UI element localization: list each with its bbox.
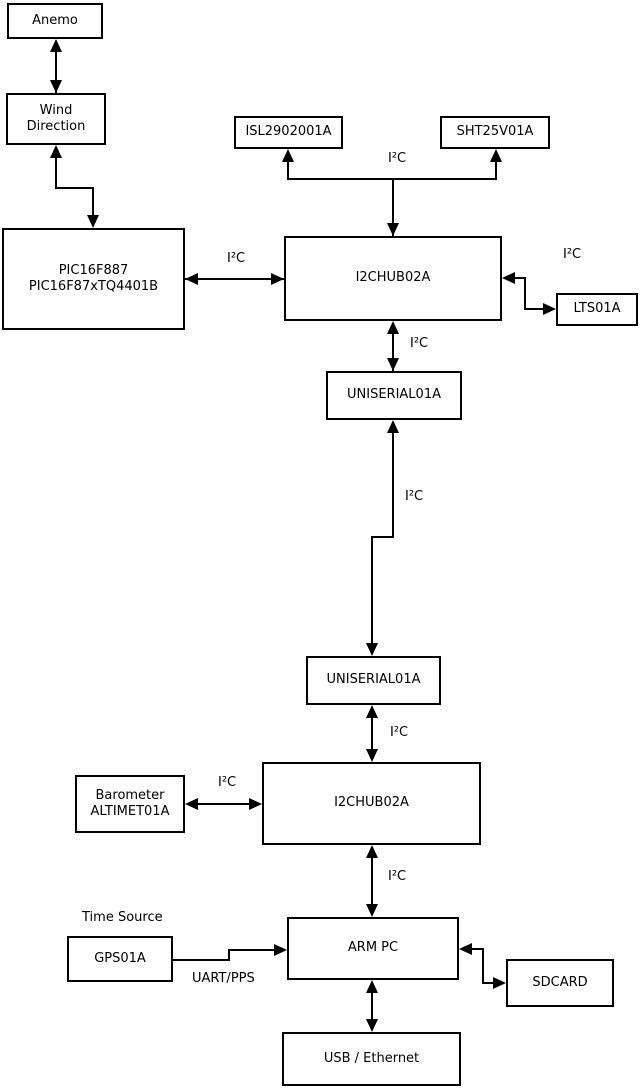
arrowhead-into-armpc-right-icon [459,943,472,955]
node-barometer-label-1: Barometer [95,787,165,803]
arrowhead-into-isl-icon [282,149,294,162]
arrowhead-into-anemo-icon [50,39,62,52]
node-sdcard: SDCARD [506,959,614,1007]
arrowhead-into-sht-icon [490,149,502,162]
arrowhead-into-uniserial1-bottom-icon [387,420,399,433]
node-i2chub02a-top: I2CHUB02A [284,236,502,321]
edge-uniserial-link-line-v2 [371,536,373,646]
edge-pic-hub1-line [185,278,284,280]
arrowhead-into-barometer-icon [185,798,198,810]
edge-gps-armpc-line-h1 [173,959,230,961]
edge-hub1-lts-line-v [524,277,526,310]
edge-uniserial-link-line-v1 [392,430,394,538]
arrowhead-into-hub1-top-icon [387,223,399,236]
edge-uniserial2-hub2-line [371,707,373,751]
node-uniserial01a-top-label: UNISERIAL01A [347,387,441,403]
arrowhead-into-pic-top-icon [87,215,99,228]
edge-hub2-armpc-line [371,847,373,905]
edge-gps-armpc-line-h2 [228,949,276,951]
node-wind-direction-label-2: Direction [26,119,86,134]
edge-label-i2c-uniserial-link: I²C [405,489,424,504]
arrowhead-into-armpc-top-icon [366,904,378,917]
edge-wind-pic-line-v1 [55,155,57,189]
arrowhead-into-wind-bottom-icon [50,145,62,158]
edge-wind-pic-line-h [55,187,94,189]
edge-bus-sht-line-v [495,151,497,180]
edge-label-i2c-top-bus: I²C [388,151,407,166]
arrowhead-into-uniserial1-top-icon [387,358,399,371]
edge-label-uart-pps: UART/PPS [192,971,255,986]
edge-armpc-usb-line [371,982,373,1020]
edge-label-i2c-uniserial-hub2: I²C [390,725,409,740]
node-uniserial01a-bottom: UNISERIAL01A [306,656,441,705]
node-sht25v01a-label: SHT25V01A [456,124,534,140]
arrowhead-into-lts-icon [543,303,556,315]
arrowhead-into-uniserial2-top-icon [366,643,378,656]
node-arm-pc-label: ARM PC [347,940,399,956]
edge-label-i2c-hub-uniserial: I²C [410,336,429,351]
node-anemo-label: Anemo [32,12,78,28]
arrowhead-into-usb-icon [366,1019,378,1032]
node-wind-direction-label-1: Wind [39,102,73,118]
edge-armpc-sdcard-line-h2 [482,982,495,984]
node-pic16f887: PIC16F887 PIC16F87xTQ4401B [2,228,185,330]
edge-armpc-sdcard-line-h1 [469,948,484,950]
arrowhead-into-uniserial2-bottom-icon [366,705,378,718]
arrowhead-into-hub2-top-icon [366,749,378,762]
node-usb-ethernet-label: USB / Ethernet [323,1050,420,1066]
edge-hub1-lts-line-h1 [512,277,526,279]
edge-gps-armpc-line-v [228,950,230,961]
node-barometer-altimet01a: Barometer ALTIMET01A [75,775,185,833]
edge-label-i2c-hub2-armpc: I²C [388,869,407,884]
edge-label-i2c-hub-lts: I²C [563,247,582,262]
node-wind-direction: Wind Direction [6,93,106,145]
arrowhead-into-hub1-bottom-icon [387,321,399,334]
arrowhead-into-armpc-left-icon [274,944,287,956]
arrowhead-into-hub2-bottom-icon [366,845,378,858]
edge-label-i2c-barometer: I²C [218,775,237,790]
node-i2chub02a-bottom-label: I2CHUB02A [334,795,409,811]
arrowhead-into-wind-top-icon [50,80,62,93]
node-sdcard-label: SDCARD [532,974,588,990]
arrowhead-into-hub1-right-icon [502,272,515,284]
node-lts01a: LTS01A [556,293,638,326]
node-sht25v01a: SHT25V01A [440,116,550,149]
node-barometer-label-2: ALTIMET01A [90,804,170,819]
label-time-source: Time Source [82,910,163,925]
node-pic16f887-label-2: PIC16F87xTQ4401B [28,279,159,294]
edge-bus-hub1-line-v [392,180,394,236]
arrowhead-into-sdcard-icon [493,977,506,989]
node-uniserial01a-top: UNISERIAL01A [326,371,462,420]
node-isl2902001a-label: ISL2902001A [245,124,332,140]
node-arm-pc: ARM PC [287,917,459,980]
edge-anemo-wind-line [55,41,57,93]
arrowhead-into-hub1-left-icon [271,273,284,285]
edge-bus-isl-line-v [287,151,289,180]
edge-hub1-uniserial1-line [392,323,394,371]
node-anemo: Anemo [7,3,103,39]
node-i2chub02a-top-label: I2CHUB02A [355,270,431,286]
node-uniserial01a-bottom-label: UNISERIAL01A [326,672,421,688]
edge-barometer-hub2-line [195,803,251,805]
arrowhead-into-hub2-left-icon [249,798,262,810]
arrowhead-into-pic-right-icon [185,273,198,285]
arrowhead-into-armpc-bottom-icon [366,980,378,993]
node-gps01a: GPS01A [67,936,173,982]
edge-hub1-lts-line-h2 [524,308,546,310]
node-pic16f887-label-1: PIC16F887 [58,262,129,278]
edge-bus-line-h [287,178,497,180]
node-lts01a-label: LTS01A [573,301,621,317]
edge-armpc-sdcard-line-v [482,948,484,984]
edge-uniserial-link-line-h [371,536,394,538]
edge-label-i2c-pic-hub: I²C [227,251,246,266]
node-i2chub02a-bottom: I2CHUB02A [262,762,481,845]
node-isl2902001a: ISL2902001A [234,116,343,149]
node-gps01a-label: GPS01A [94,950,146,966]
edge-wind-pic-line-v2 [92,187,94,217]
node-usb-ethernet: USB / Ethernet [282,1032,461,1086]
